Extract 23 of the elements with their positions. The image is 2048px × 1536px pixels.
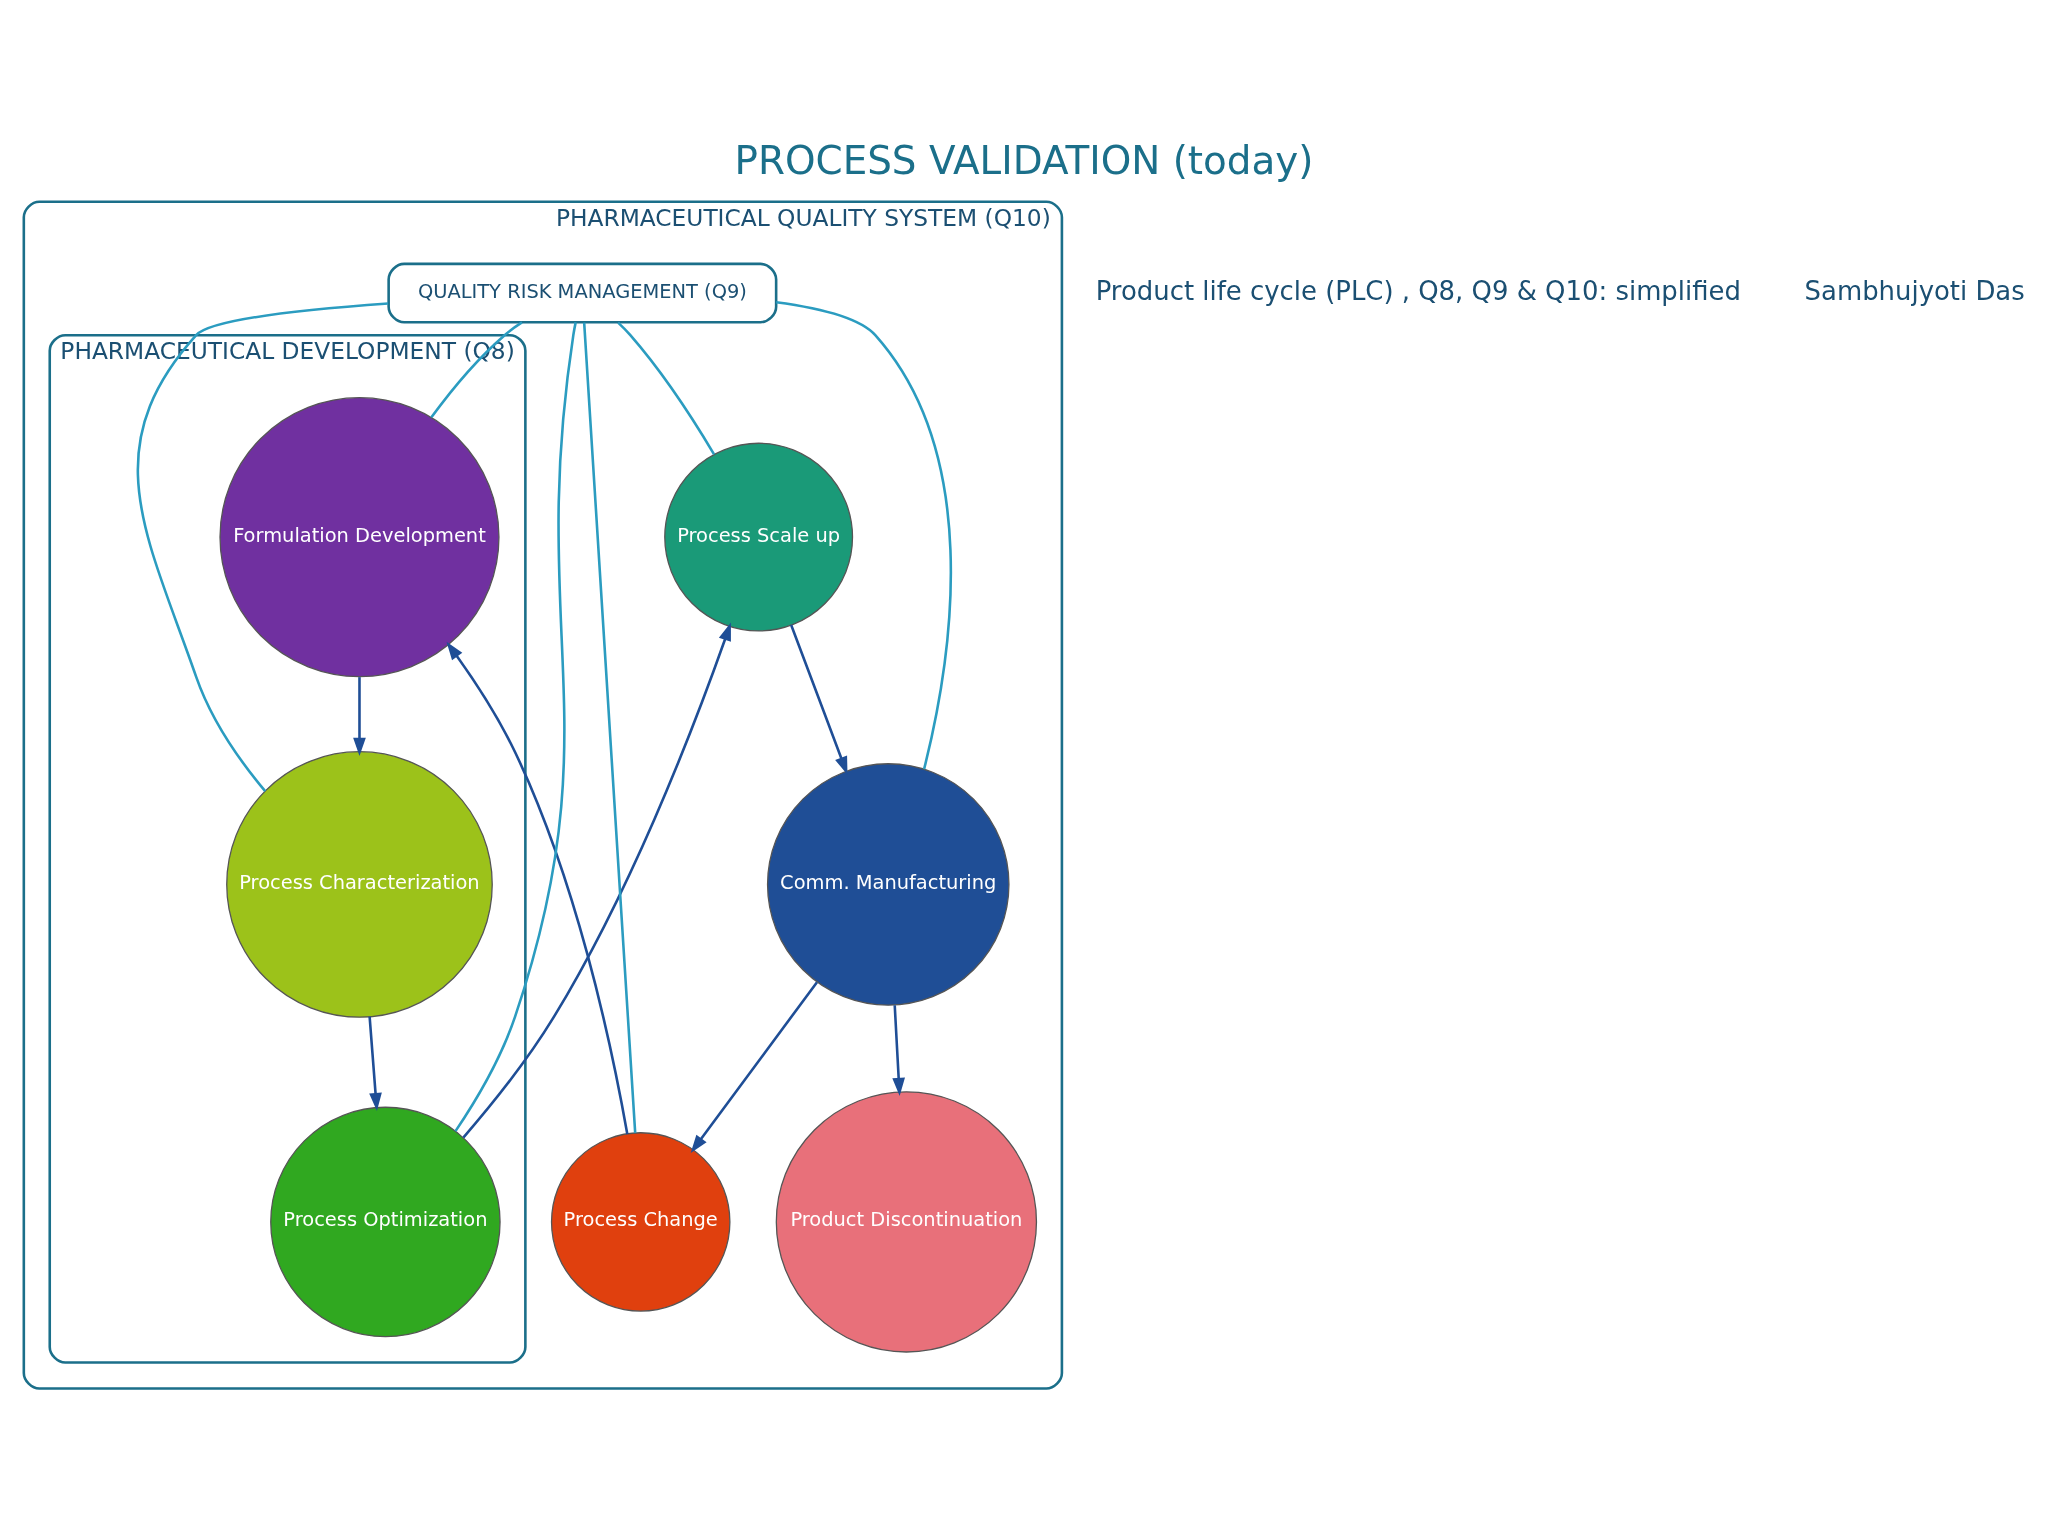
- node-circle: Product Discontinuation: [775, 1090, 1038, 1353]
- arrow: [368, 1016, 382, 1111]
- node-circle: Process Scale up: [664, 442, 854, 632]
- node-circle: Process Optimization: [270, 1106, 501, 1337]
- connector: [582, 322, 637, 1133]
- node-box: QUALITY RISK MANAGEMENT (Q9): [387, 262, 778, 323]
- connector: [430, 320, 523, 418]
- arrow: [892, 1004, 905, 1096]
- label: Sambhujyoti Das: [1804, 275, 2025, 306]
- connector: [617, 321, 716, 455]
- arrow: [789, 624, 848, 775]
- arrow: [462, 622, 731, 1138]
- arrow: [690, 980, 819, 1153]
- connector: [776, 300, 952, 769]
- arrow: [446, 641, 629, 1134]
- diagram-title: PROCESS VALIDATION (today): [734, 137, 1314, 183]
- connector: [454, 321, 577, 1132]
- label: Product life cycle (PLC) , Q8, Q9 & Q10: simplified: [1095, 275, 1741, 306]
- node-circle: Process Characterization: [226, 750, 493, 1018]
- node-circle: Comm. Manufacturing: [766, 762, 1010, 1006]
- node-circle: Formulation Development: [219, 396, 500, 677]
- connector: [136, 301, 389, 792]
- arrow: [353, 676, 366, 756]
